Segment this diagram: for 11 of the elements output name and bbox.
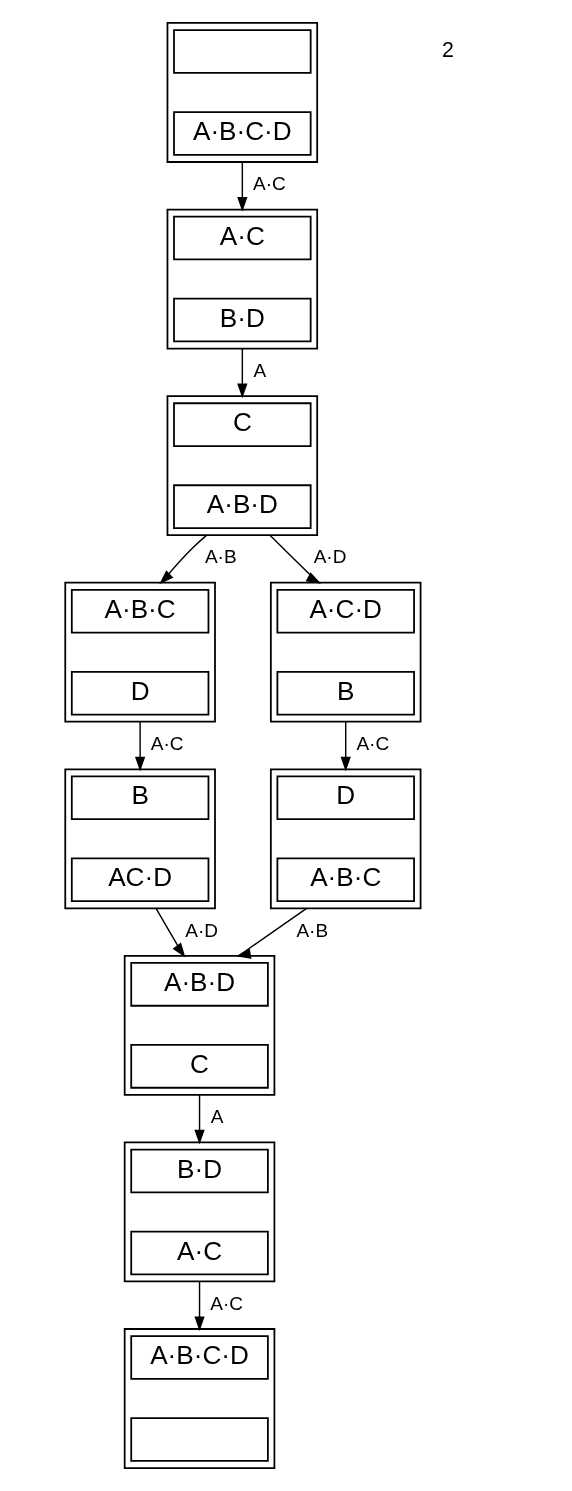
edge-label: A·C	[210, 1292, 243, 1314]
edge-label: A·B	[296, 919, 329, 941]
edge-label: A·C	[150, 733, 184, 755]
edge-label: A	[253, 359, 267, 381]
edge-label: A·C	[356, 733, 390, 755]
edge-label: A·C	[253, 173, 286, 195]
edge-label: A·B	[204, 546, 237, 568]
edge-label: A·D	[185, 919, 219, 941]
edge-label: A	[210, 1106, 224, 1128]
edge-label: A·D	[313, 546, 347, 568]
label: 2	[441, 37, 454, 62]
